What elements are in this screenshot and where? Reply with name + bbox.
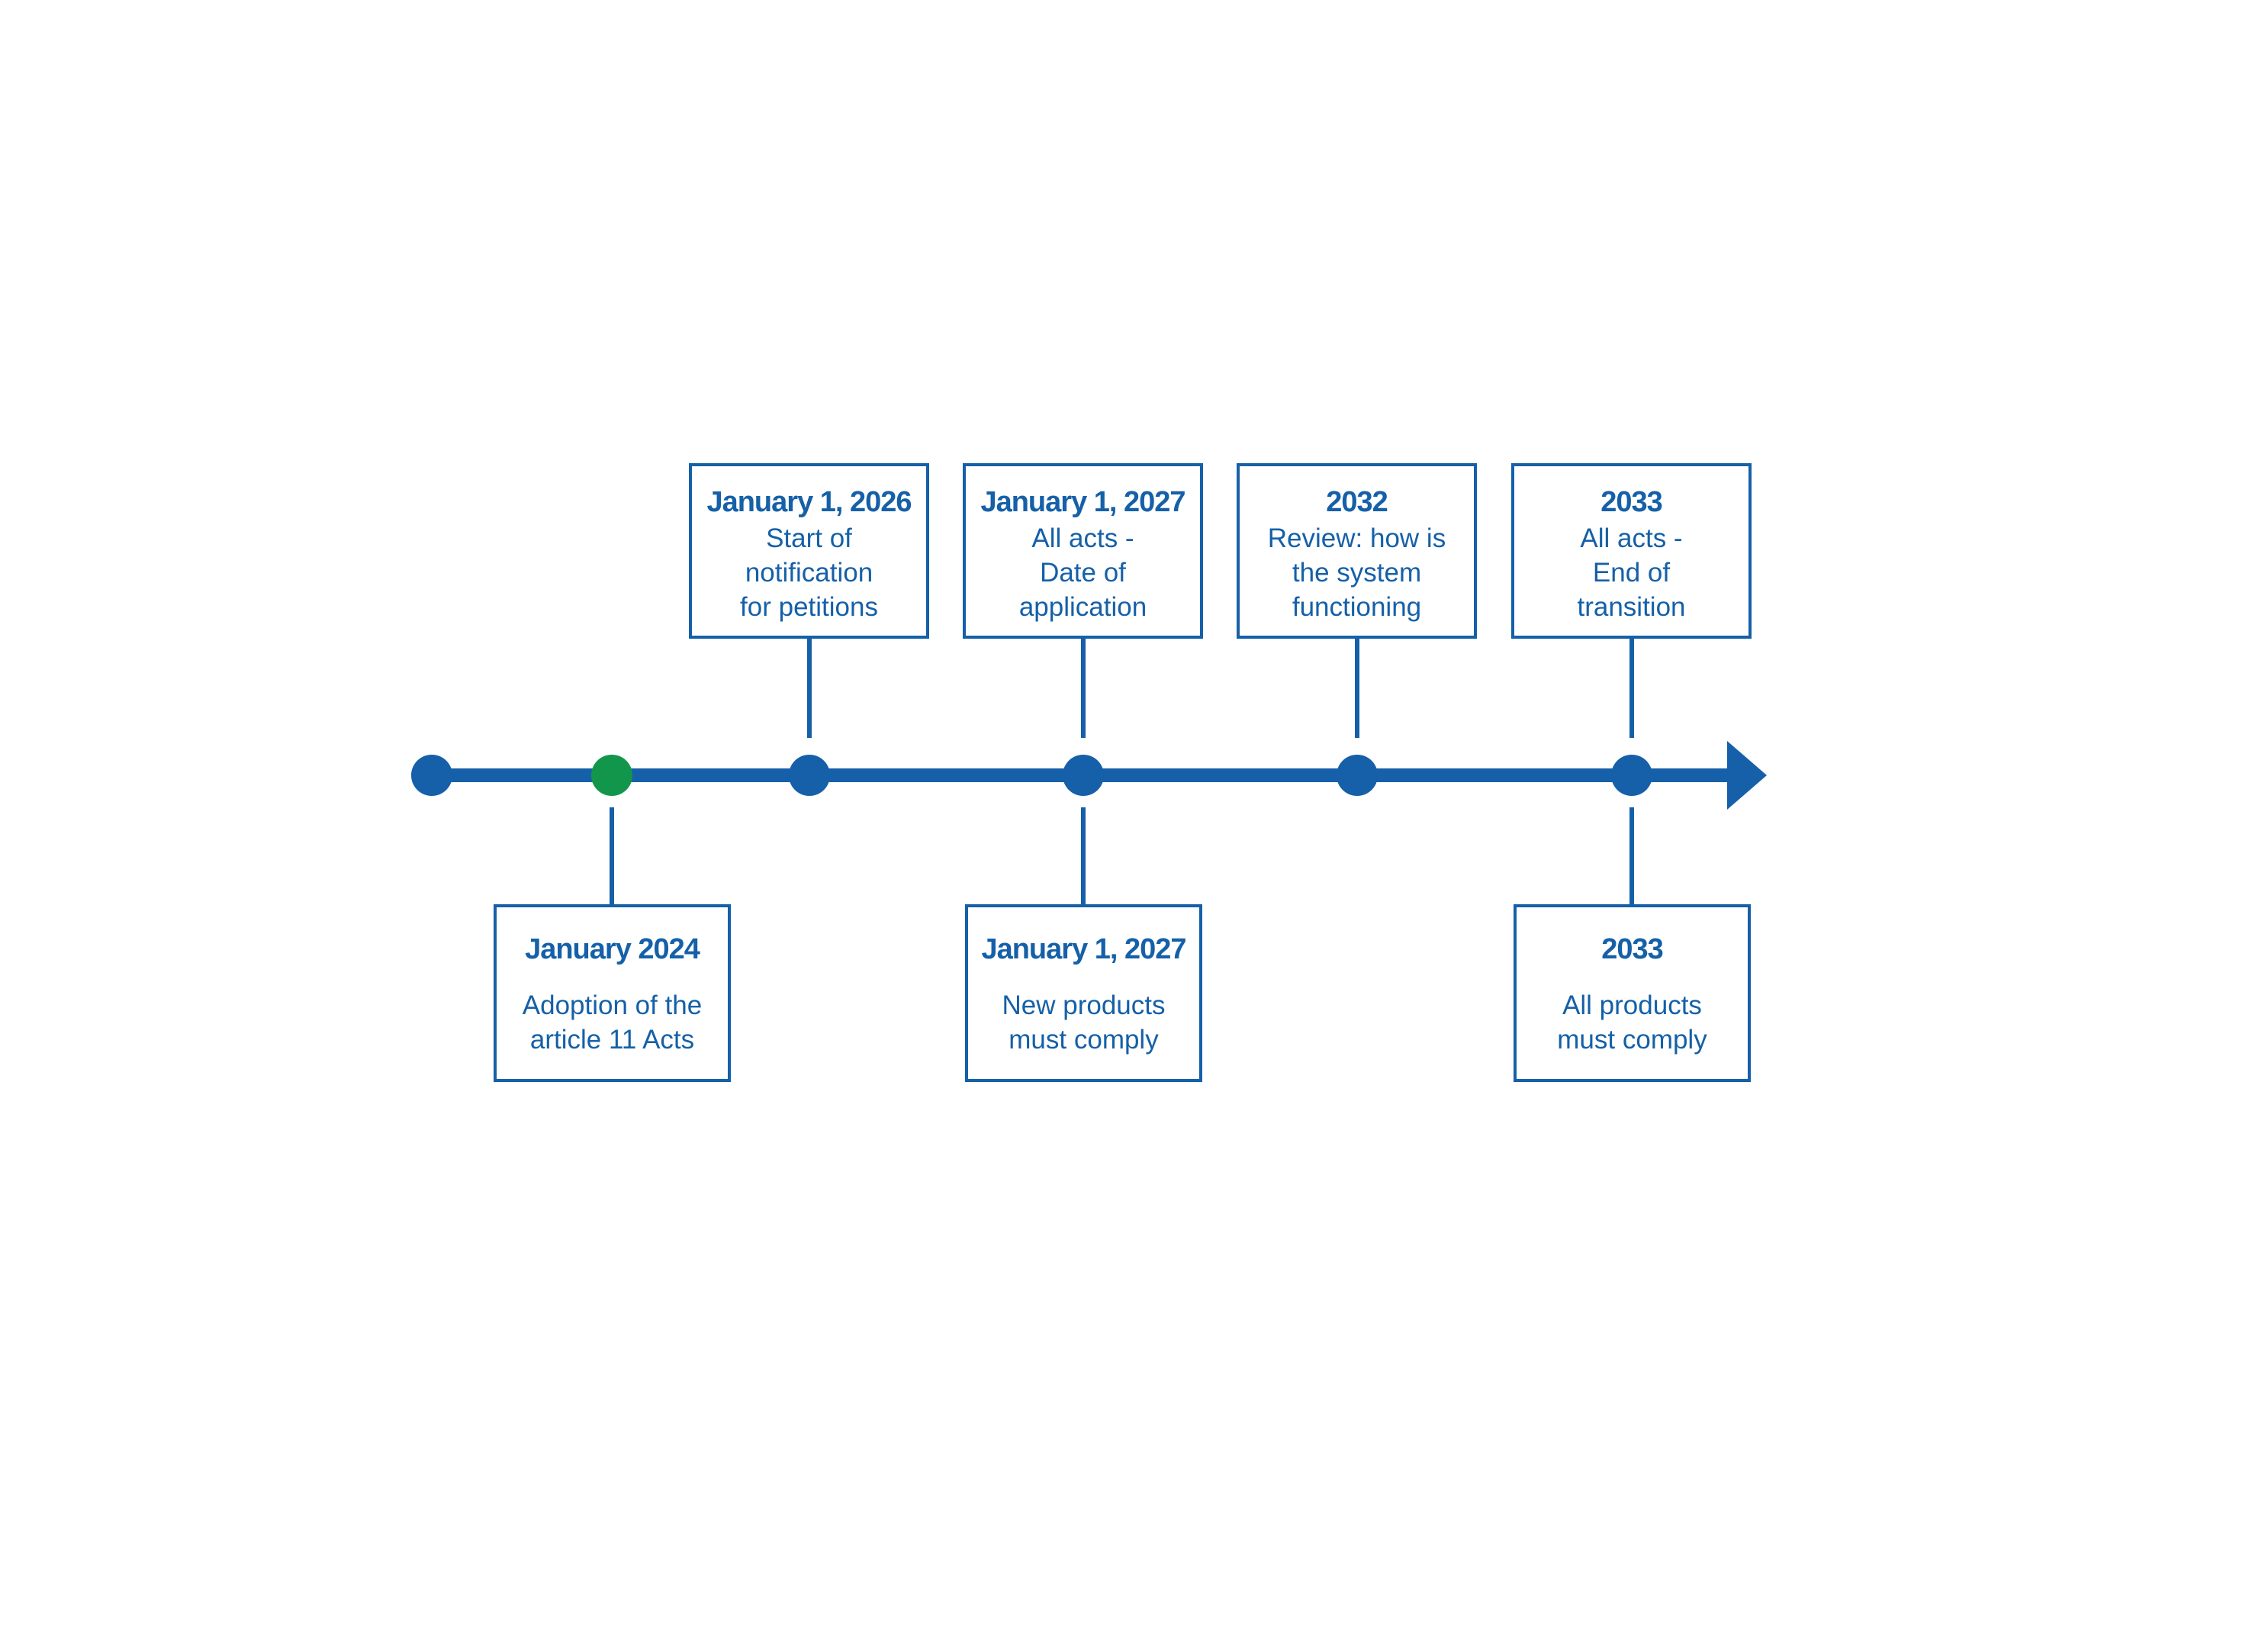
event-description: Review: how is the system functioning [1240,521,1474,624]
event-box-2033-above: 2033 All acts - End of transition [1511,463,1752,639]
event-description: All acts - End of transition [1514,521,1748,624]
event-description-line: All products [1562,990,1702,1020]
event-description-line: must comply [1009,1025,1159,1055]
event-box-january-1-2027-below: January 1, 2027 New products must comply [965,904,1202,1082]
timeline-dot-start [411,755,452,796]
event-box-january-2024: January 2024 Adoption of the article 11 … [494,904,731,1082]
event-date: 2033 [1600,486,1663,518]
event-description-line: Start of [766,523,852,553]
event-description-line: notification [745,558,873,588]
event-box-2032: 2032 Review: how is the system functioni… [1237,463,1477,639]
event-description: New products must comply [968,988,1199,1057]
event-description: All acts - Date of application [966,521,1200,624]
event-description-line: application [1018,592,1147,622]
event-date: January 1, 2026 [706,486,912,518]
event-description-line: transition [1577,592,1686,622]
timeline-dot-2033 [1611,755,1652,796]
event-description-line: Review: how is [1267,523,1446,553]
timeline-dot-january-2024 [591,755,632,796]
event-description-line: the system [1292,558,1422,588]
connector-2033-above [1629,637,1634,738]
event-description-line: functioning [1292,592,1422,622]
timeline-dot-january-1-2027 [1063,755,1104,796]
event-date: 2033 [1601,933,1664,965]
timeline-dot-january-1-2026 [789,755,830,796]
event-box-2033-below: 2033 All products must comply [1514,904,1751,1082]
connector-2032 [1355,637,1359,738]
event-date: 2032 [1326,486,1388,518]
event-description-line: Adoption of the [522,990,703,1020]
event-date: January 1, 2027 [980,486,1185,518]
event-description-line: Date of [1040,558,1126,588]
event-description-line: New products [1002,990,1166,1020]
event-date: January 1, 2027 [981,933,1186,965]
timeline-arrowhead-icon [1727,741,1767,810]
event-box-january-1-2026: January 1, 2026 Start of notification fo… [689,463,929,639]
event-box-january-1-2027-above: January 1, 2027 All acts - Date of appli… [963,463,1203,639]
connector-january-1-2027-above [1081,637,1086,738]
event-description: Adoption of the article 11 Acts [497,988,728,1057]
connector-january-1-2027-below [1081,807,1086,904]
event-description-line: End of [1592,558,1671,588]
timeline-dot-2032 [1337,755,1378,796]
event-description-line: All acts - [1031,523,1134,553]
event-description: Start of notification for petitions [692,521,926,624]
connector-january-2024 [610,807,614,904]
event-description-line: for petitions [740,592,878,622]
event-description-line: article 11 Acts [529,1025,695,1055]
connector-january-1-2026 [807,637,812,738]
event-description: All products must comply [1517,988,1748,1057]
event-description-line: All acts - [1580,523,1683,553]
connector-2033-below [1629,807,1634,904]
event-description-line: must comply [1557,1025,1707,1055]
event-date: January 2024 [525,933,700,965]
